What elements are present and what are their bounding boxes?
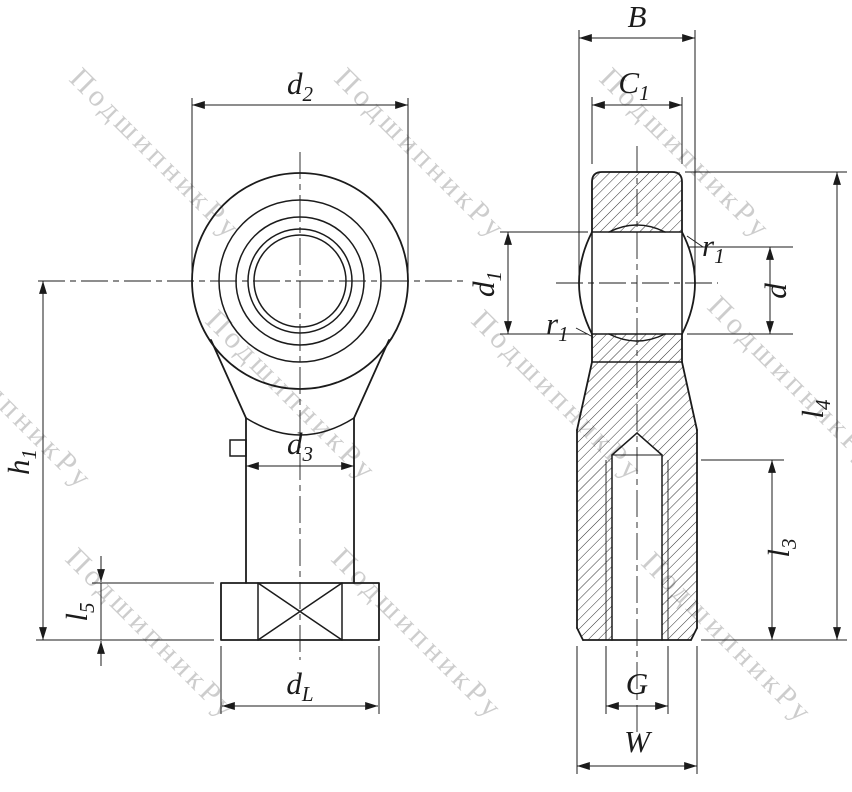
ball-bulge-right [681, 231, 696, 335]
watermark-text: ПодшипникРу [59, 542, 244, 727]
label-G: G [626, 666, 648, 701]
label-d: d [758, 283, 793, 299]
front-view-dimensions: d2 d3 h1 l5 dL [1, 66, 409, 714]
label-dL: dL [286, 666, 313, 706]
label-h1: h1 [1, 449, 41, 475]
race-outer-circle [218, 199, 382, 363]
chamfer-right [690, 627, 698, 641]
side-view-dimensions: B C1 d1 r1 r1 d l4 l3 G [466, 0, 847, 774]
head-outer-circle [191, 172, 409, 390]
taper-right [353, 339, 390, 419]
label-W: W [624, 724, 653, 759]
watermark-text: ПодшипникРу [701, 290, 852, 475]
watermark-text: ПодшипникРу [325, 542, 510, 727]
shank-section [577, 362, 697, 640]
label-r1-top: r1 [702, 228, 725, 268]
grease-nipple [229, 439, 247, 457]
ball-circle [235, 216, 365, 346]
head-bottom-curve [245, 417, 355, 436]
bore-cone [611, 432, 663, 456]
taper-left [210, 339, 247, 419]
ball-top-arc [608, 224, 666, 233]
neck-taper-right [681, 361, 698, 431]
label-l5: l5 [59, 602, 99, 621]
label-l3: l3 [761, 538, 801, 557]
bore-chamfer-circle [247, 228, 353, 334]
chamfer-left [576, 627, 584, 641]
label-C1: C1 [618, 65, 649, 105]
ball-bottom-arc [608, 333, 666, 342]
watermark-layer: ПодшипникРу ПодшипникРу ПодшипникРу Подш… [0, 62, 852, 731]
front-view [38, 152, 468, 660]
label-d1: d1 [466, 271, 506, 297]
head-bottom-section [592, 334, 682, 362]
bore-circle [253, 234, 347, 328]
label-r1-bottom: r1 [546, 306, 569, 346]
watermark-text: ПодшипникРу [328, 62, 513, 247]
neck-taper-left [576, 361, 593, 431]
side-view [556, 146, 718, 734]
label-d3: d3 [287, 426, 313, 466]
cross-line-2 [257, 582, 343, 641]
label-d2: d2 [287, 66, 314, 106]
watermark-text: ПодшипникРу [63, 62, 248, 247]
base-block [220, 582, 380, 641]
head-top-outline [591, 171, 683, 233]
ball-bulge-left [578, 231, 593, 335]
label-l4: l4 [795, 399, 835, 419]
label-B: B [628, 0, 647, 34]
